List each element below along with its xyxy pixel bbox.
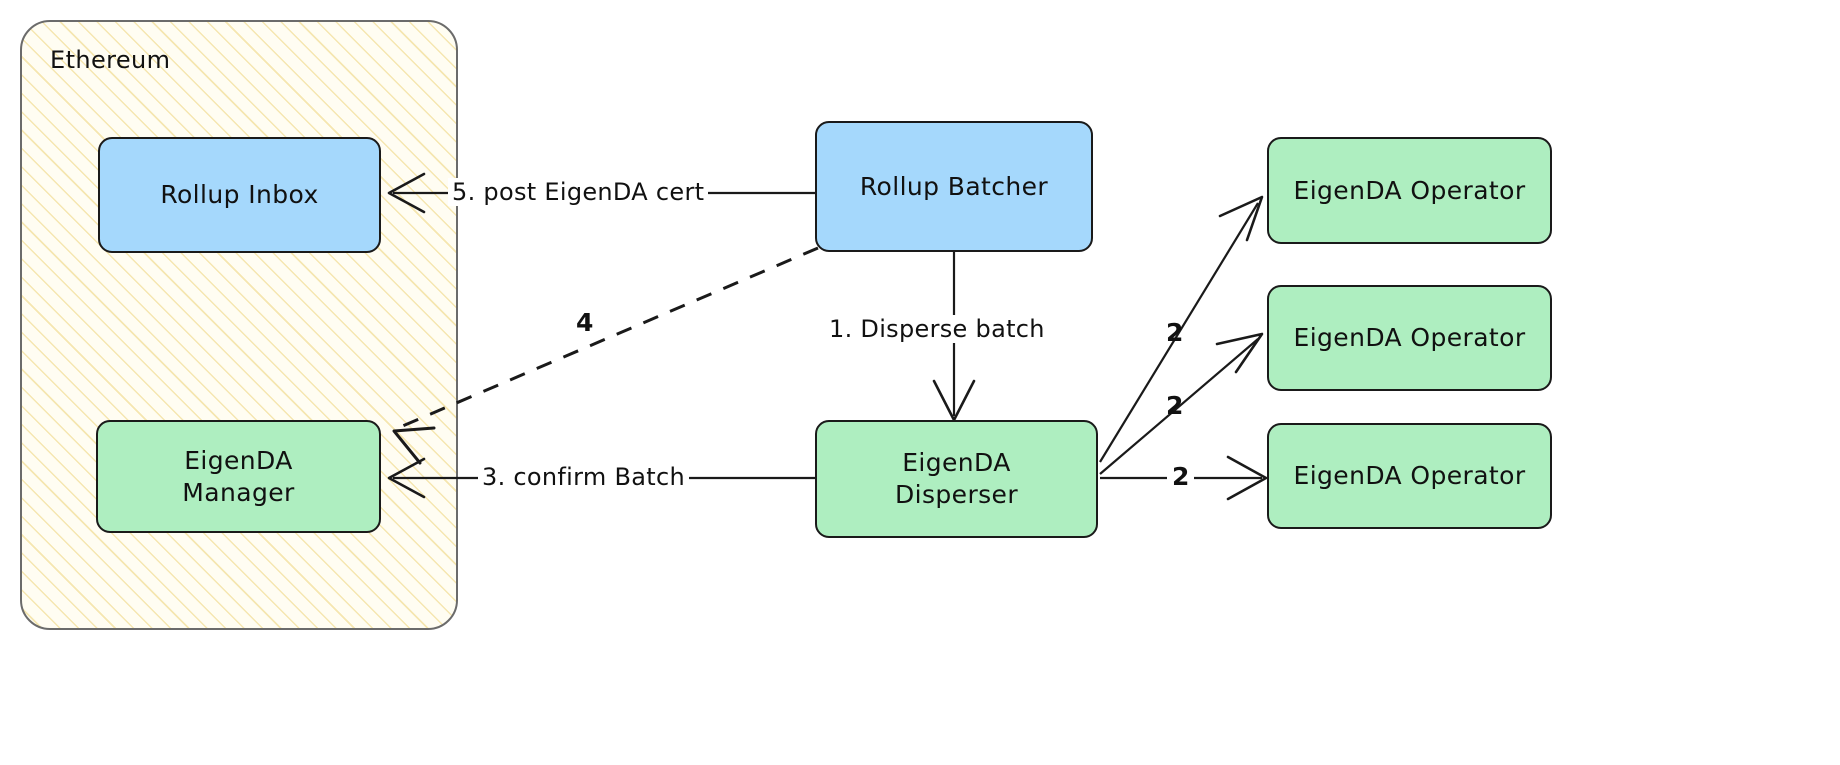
ethereum-group-label: Ethereum	[50, 46, 171, 74]
node-eigenda-disperser[interactable]: EigenDA Disperser	[815, 420, 1098, 538]
edge-label-store-operator-2: 2	[1166, 391, 1184, 420]
edge-label-store-operator-1: 2	[1166, 318, 1184, 347]
ethereum-group-box	[20, 20, 458, 630]
edge-store-operator-2	[1099, 332, 1264, 475]
edge-get-cert-dashed	[392, 246, 819, 465]
node-rollup-batcher[interactable]: Rollup Batcher	[815, 121, 1093, 252]
edge-label-post-cert: 5. post EigenDA cert	[448, 178, 709, 206]
node-eigenda-operator-1[interactable]: EigenDA Operator	[1267, 137, 1552, 244]
edge-label-store-operator-3: 2	[1167, 462, 1195, 491]
edge-label-get-cert: 4	[576, 308, 594, 337]
node-eigenda-operator-3[interactable]: EigenDA Operator	[1267, 423, 1552, 529]
edge-store-operator-1	[1099, 195, 1264, 463]
edge-label-confirm-batch: 3. confirm Batch	[478, 463, 689, 491]
edge-label-disperse-batch: 1. Disperse batch	[825, 315, 1049, 343]
node-eigenda-operator-2[interactable]: EigenDA Operator	[1267, 285, 1552, 391]
node-eigenda-manager[interactable]: EigenDA Manager	[96, 420, 381, 533]
node-rollup-inbox[interactable]: Rollup Inbox	[98, 137, 381, 253]
